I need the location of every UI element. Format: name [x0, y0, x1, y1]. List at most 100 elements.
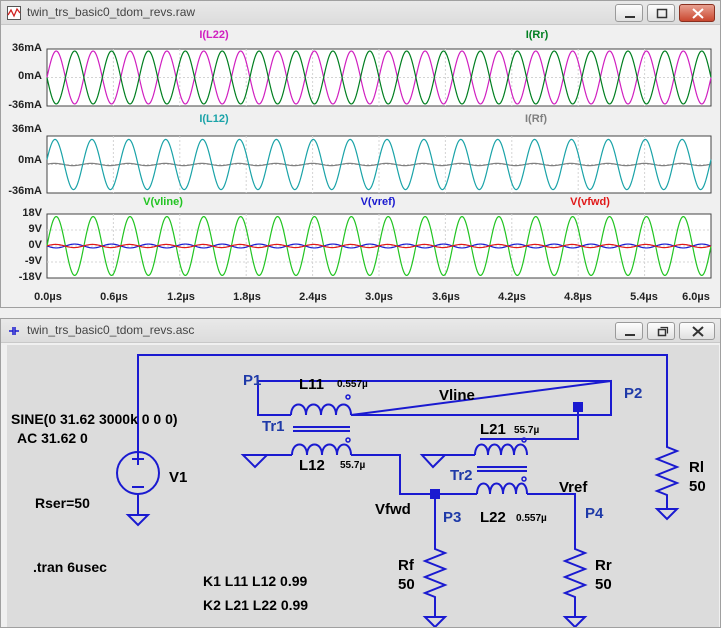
schematic-minimize-button[interactable]	[615, 322, 643, 340]
source-spec-line2[interactable]: AC 31.62 0	[17, 430, 88, 446]
pane3-ytick-neg18: -18V	[18, 271, 42, 283]
source-spec-line1[interactable]: SINE(0 31.62 3000k 0 0 0)	[11, 411, 178, 427]
trace-v-vfwd	[46, 243, 712, 249]
wire-tr1-l12	[351, 454, 435, 495]
rl-value[interactable]: 50	[689, 478, 706, 495]
restore-icon	[657, 326, 669, 337]
trace-label-i-l22[interactable]: I(L22)	[199, 29, 229, 41]
port-p2[interactable]: P2	[624, 385, 643, 402]
wire-vfwd	[434, 493, 477, 539]
net-label-vline[interactable]: Vline	[439, 387, 475, 404]
xtick-9: 5.4µs	[630, 291, 658, 303]
schematic-close-button[interactable]	[679, 322, 715, 340]
pane1-ytick-mid: 0mA	[18, 70, 42, 82]
l22-value[interactable]: 0.557µ	[516, 513, 547, 524]
gnd-rf	[422, 616, 448, 627]
minimize-button[interactable]	[615, 4, 643, 22]
l21-name[interactable]: L21	[480, 421, 506, 438]
v1-source[interactable]	[116, 451, 160, 515]
resistor-rr[interactable]	[562, 539, 588, 617]
rr-value[interactable]: 50	[595, 576, 612, 593]
trace-label-v-vfwd[interactable]: V(vfwd)	[570, 196, 610, 208]
tran-directive[interactable]: .tran 6usec	[33, 559, 107, 575]
waveform-window: twin_trs_basic0_tdom_revs.raw 36mA 0mA -…	[0, 0, 721, 308]
inductor-l12[interactable]	[291, 443, 352, 456]
trace-label-i-rf[interactable]: I(Rf)	[525, 113, 547, 125]
schematic-window-title: twin_trs_basic0_tdom_revs.asc	[27, 323, 195, 337]
l12-value[interactable]: 55.7µ	[340, 460, 366, 471]
xtick-10: 6.0µs	[682, 291, 710, 303]
dot-l21	[521, 437, 527, 443]
inductor-l22[interactable]	[476, 482, 528, 495]
maximize-button[interactable]	[647, 4, 675, 22]
schematic-drawing	[116, 354, 680, 627]
xtick-2: 1.2µs	[167, 291, 195, 303]
port-p4[interactable]: P4	[585, 505, 604, 522]
l11-value[interactable]: 0.557µ	[337, 379, 368, 390]
pane3-ytick-0: 0V	[28, 239, 42, 251]
close-button[interactable]	[679, 4, 715, 22]
waveform-titlebar[interactable]: twin_trs_basic0_tdom_revs.raw	[1, 1, 720, 25]
trace-label-i-rr[interactable]: I(Rr)	[525, 29, 549, 41]
wire-l21	[480, 407, 579, 440]
k1-directive[interactable]: K1 L11 L12 0.99	[203, 573, 308, 589]
trace-label-v-vline[interactable]: V(vline)	[143, 196, 183, 208]
l21-value[interactable]: 55.7µ	[514, 425, 540, 436]
wire-top	[137, 354, 668, 461]
trace-i-l12	[46, 138, 712, 191]
gnd-v1	[125, 514, 151, 527]
dot-l11	[345, 394, 351, 400]
core-tr2	[477, 466, 527, 472]
wire-p1-p2-box	[257, 379, 612, 416]
junction-vline	[573, 402, 583, 412]
close-icon	[692, 326, 704, 337]
gnd-rl	[654, 508, 680, 521]
source-name-v1[interactable]: V1	[169, 469, 188, 486]
net-label-vfwd[interactable]: Vfwd	[375, 501, 411, 518]
pane1-ytick-top: 36mA	[12, 42, 42, 54]
schematic-restore-button[interactable]	[647, 322, 675, 340]
core-tr1	[293, 426, 350, 432]
gnd-tr1	[240, 454, 270, 469]
waveform-window-title: twin_trs_basic0_tdom_revs.raw	[27, 5, 196, 19]
minimize-icon	[625, 334, 635, 336]
pane3-ytick-neg9: -9V	[24, 255, 42, 267]
trace-label-v-vref[interactable]: V(vref)	[360, 196, 396, 208]
l22-name[interactable]: L22	[480, 509, 506, 526]
schematic-app-icon	[9, 327, 19, 335]
port-p1[interactable]: P1	[243, 372, 262, 389]
xtick-4: 2.4µs	[299, 291, 327, 303]
schematic-canvas[interactable]: SINE(0 31.62 3000k 0 0 0) AC 31.62 0 V1 …	[7, 345, 719, 627]
junction-vfwd	[430, 489, 440, 499]
rf-name[interactable]: Rf	[398, 557, 414, 574]
source-series-r[interactable]: Rser=50	[35, 495, 90, 511]
net-label-vref[interactable]: Vref	[559, 479, 588, 496]
dot-l22	[521, 476, 527, 482]
trace-label-i-l12[interactable]: I(L12)	[199, 113, 229, 125]
pane3-ytick-9: 9V	[28, 223, 42, 235]
waveform-app-icon	[7, 6, 21, 20]
schematic-titlebar[interactable]: twin_trs_basic0_tdom_revs.asc	[1, 319, 720, 343]
inductor-l21[interactable]	[474, 443, 528, 456]
pane2-ytick-mid: 0mA	[18, 154, 42, 166]
inductor-l11[interactable]	[290, 403, 352, 416]
waveform-plot-area[interactable]	[1, 25, 721, 308]
dot-l12	[345, 437, 351, 443]
rf-value[interactable]: 50	[398, 576, 415, 593]
xtick-3: 1.8µs	[233, 291, 261, 303]
rr-name[interactable]: Rr	[595, 557, 612, 574]
k2-directive[interactable]: K2 L21 L22 0.99	[203, 597, 309, 613]
schematic-window: twin_trs_basic0_tdom_revs.asc	[0, 318, 721, 628]
resistor-rf[interactable]	[422, 539, 448, 617]
trace-i-rf	[46, 162, 712, 167]
resistor-rl[interactable]	[654, 437, 680, 509]
minimize-icon	[625, 16, 635, 18]
xtick-8: 4.8µs	[564, 291, 592, 303]
port-p3[interactable]: P3	[443, 509, 462, 526]
rl-name[interactable]: Rl	[689, 459, 704, 476]
l12-name[interactable]: L12	[299, 457, 325, 474]
label-tr1[interactable]: Tr1	[262, 418, 285, 435]
l11-name[interactable]: L11	[299, 376, 325, 393]
xtick-5: 3.0µs	[365, 291, 393, 303]
label-tr2[interactable]: Tr2	[450, 467, 473, 484]
